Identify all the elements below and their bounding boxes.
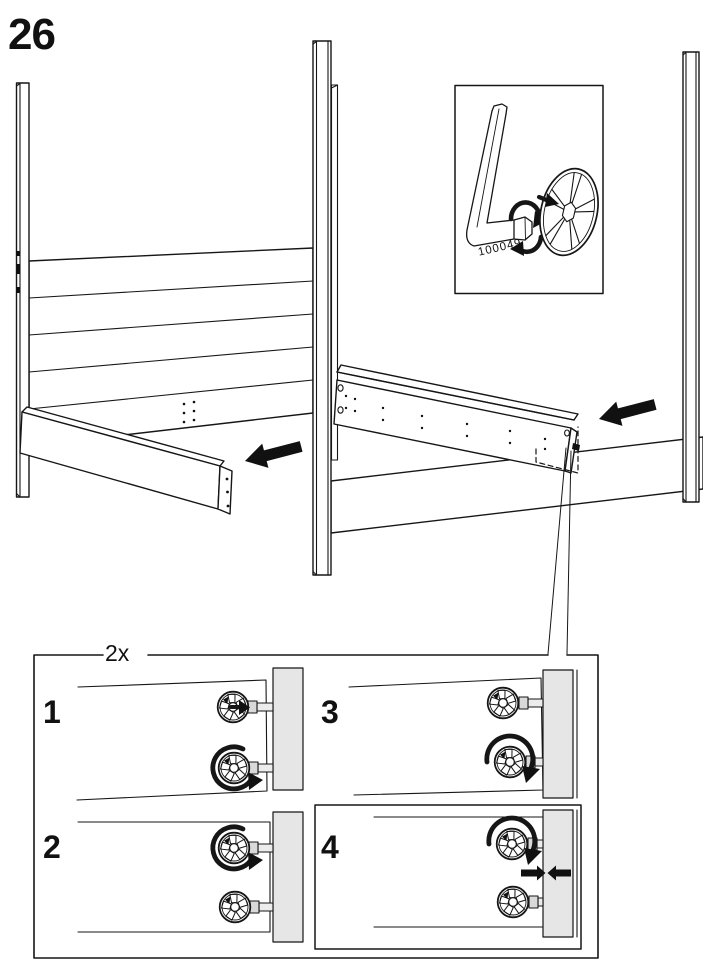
headboard xyxy=(28,247,314,447)
step-number: 26 xyxy=(8,10,56,59)
cam-wheel-icon xyxy=(486,686,520,720)
bed-frame-illustration xyxy=(15,40,703,655)
cam-wheel-icon xyxy=(495,827,529,861)
rotate-ccw-arrow-icon xyxy=(210,744,263,792)
assembly-steps-box xyxy=(33,654,599,959)
callout-lines xyxy=(547,447,572,655)
bedpost-cross-section xyxy=(272,811,304,943)
rotate-ccw-arrow-icon xyxy=(210,824,263,872)
cam-wheel-icon xyxy=(218,890,252,924)
step-panel-3 xyxy=(348,669,578,799)
cam-lock-wheel-icon xyxy=(536,167,599,257)
cam-wheel-icon xyxy=(217,751,251,785)
left-post xyxy=(15,82,30,498)
bedpost-cross-section xyxy=(272,667,304,791)
insert-arrow-icon xyxy=(536,193,559,207)
headboard-holes xyxy=(182,400,196,424)
right-post xyxy=(682,51,700,503)
post-cam-slots xyxy=(16,251,21,293)
cam-wheel-icon xyxy=(496,885,530,919)
hardware-detail-box xyxy=(454,84,604,295)
side-rail-right xyxy=(333,364,580,474)
center-post xyxy=(312,40,332,576)
push-arrow-left xyxy=(241,433,305,474)
side-rail-left xyxy=(19,406,233,515)
panel-number-4: 4 xyxy=(321,829,339,865)
rotate-cw-arrow-icon xyxy=(486,815,542,865)
insert-arrow-icon xyxy=(229,700,250,715)
rail-holes xyxy=(344,394,547,451)
step-panel-4 xyxy=(373,809,578,938)
step-panel-1 xyxy=(76,667,304,801)
highlight-dashed-outline xyxy=(535,426,579,474)
panel-number-2: 2 xyxy=(43,829,61,865)
panel-4-border xyxy=(314,804,582,950)
panel-number-3: 3 xyxy=(321,694,339,730)
quantity-label: 2x xyxy=(105,640,130,666)
step-panel-2 xyxy=(77,811,304,943)
allen-key-icon xyxy=(466,103,533,247)
bedpost-cross-section xyxy=(542,669,574,799)
panel-number-1: 1 xyxy=(43,694,61,730)
tighten-flush-arrows-icon xyxy=(521,865,571,881)
push-arrow-right xyxy=(595,391,659,432)
cam-wheel-icon xyxy=(493,745,527,779)
rotate-cw-arrow-icon xyxy=(484,733,540,783)
cam-wheel-icon xyxy=(217,831,251,865)
rail-end-holes xyxy=(225,477,230,508)
